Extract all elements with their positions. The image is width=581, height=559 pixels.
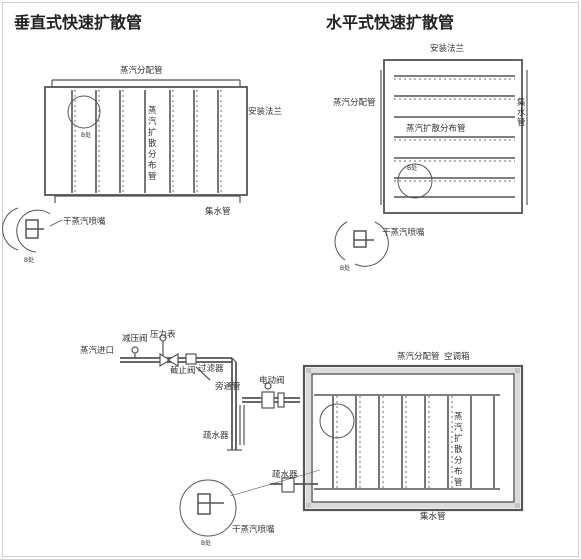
inst-diffuser-label: 蒸汽扩散分布管	[454, 412, 463, 488]
inst-drain-header-label: 集水管	[420, 512, 446, 522]
h-nozzle-label: 干蒸汽喷嘴	[382, 228, 425, 238]
vertical-diffuser-tubes	[71, 90, 219, 193]
duct-insulation	[306, 368, 520, 508]
drain-trap-2-label: 疏水器	[272, 470, 298, 480]
horizontal-unit	[334, 59, 528, 267]
horizontal-diffuser-tubes	[394, 75, 515, 198]
v-detail-zoom-label: B处	[81, 132, 92, 139]
h-diffuser-label: 蒸汽扩散分布管	[406, 124, 466, 134]
horizontal-title: 水平式快速扩散管	[326, 13, 455, 32]
drain-trap-1-label: 疏水器	[203, 431, 229, 441]
inst-detail-label: B处	[201, 540, 212, 547]
steam-inlet-label: 蒸汽进口	[80, 346, 115, 356]
pressure-reducing-valve-label: 减压阀	[122, 334, 148, 344]
check-valve-label: 截止阀	[170, 366, 196, 376]
h-detail-zoom-label: B处	[407, 165, 418, 172]
v-nozzle-label: 干蒸汽喷嘴	[63, 217, 106, 227]
v-diffuser-label: 蒸汽扩散分布管	[148, 106, 157, 182]
installation-detail	[179, 469, 321, 537]
h-steam-header-label: 蒸汽分配管	[333, 98, 376, 108]
pressure-gauge-label: 压力表	[150, 330, 176, 340]
duct-label: 空调箱	[444, 352, 470, 362]
h-drain-header-label: 集水管	[517, 98, 526, 128]
v-flange-label: 安装法兰	[248, 107, 283, 117]
strainer-label: 过滤器	[198, 364, 224, 374]
vertical-unit	[2, 79, 248, 253]
installation-piping	[120, 334, 318, 493]
electric-valve-label: 电动阀	[259, 376, 285, 386]
vertical-title: 垂直式快速扩散管	[14, 13, 143, 32]
inst-nozzle-label: 干蒸汽喷嘴	[232, 525, 275, 535]
installation-duct	[302, 364, 524, 512]
v-drain-header-label: 集水管	[205, 207, 231, 217]
v-detail-label: B处	[24, 257, 35, 264]
inst-steam-header-label: 蒸汽分配管	[397, 352, 440, 362]
h-flange-label: 安装法兰	[430, 44, 465, 54]
bypass-pipe-label: 旁通管	[215, 382, 241, 392]
v-steam-header-label: 蒸汽分配管	[120, 66, 163, 76]
h-detail-label: B处	[340, 265, 351, 272]
